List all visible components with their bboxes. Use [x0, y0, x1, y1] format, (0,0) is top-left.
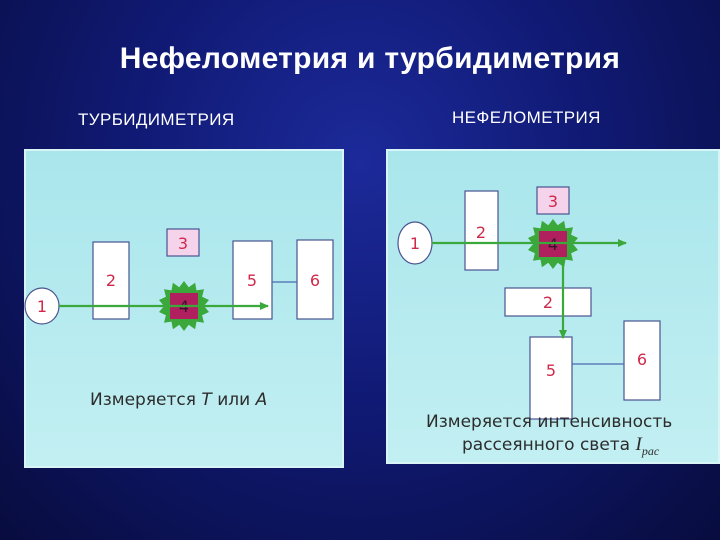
- meter-6: [296, 239, 334, 320]
- label-filter: 2: [106, 271, 116, 290]
- caption-var-i: I: [635, 434, 644, 455]
- label-detector: 3: [178, 234, 188, 253]
- nephelometry-scheme: 1 2 3 4 2 5 6 Измеряется интенсивность р…: [397, 186, 672, 458]
- caption-line2-prefix: рассеянного света: [462, 435, 636, 455]
- label-photocell: 5: [546, 361, 556, 380]
- nephelometry-caption-line2: рассеянного света Iрас: [462, 434, 660, 458]
- turbidimetry-heading: ТУРБИДИМЕТРИЯ: [78, 110, 235, 129]
- filter-2-top: [464, 190, 499, 271]
- label-photocell: 5: [247, 271, 257, 290]
- caption-middle: или: [212, 390, 256, 410]
- photocell-5: [529, 336, 573, 420]
- label-filter-bottom: 2: [543, 293, 553, 312]
- label-meter: 6: [310, 271, 320, 290]
- label-filter-top: 2: [476, 223, 486, 242]
- label-source: 1: [410, 234, 420, 253]
- nephelometry-caption-line1: Измеряется интенсивность: [426, 412, 672, 432]
- label-meter: 6: [637, 350, 647, 369]
- label-source: 1: [37, 297, 47, 316]
- filter-2-bottom: [504, 287, 592, 317]
- caption-prefix: Измеряется: [90, 390, 201, 410]
- turbidimetry-scheme: 1 2 3 4 5 6 Измеряется T или A: [24, 228, 334, 410]
- turbidimetry-caption: Измеряется T или A: [90, 390, 267, 410]
- meter-6: [623, 320, 661, 401]
- label-detector: 3: [548, 192, 558, 211]
- label-cuvette: 4: [548, 235, 558, 254]
- caption-subscript: рас: [641, 444, 660, 458]
- slide-title: Нефелометрия и турбидиметрия: [119, 42, 621, 75]
- caption-var-t: T: [201, 390, 213, 410]
- detector-3: [536, 186, 570, 215]
- detector-3: [166, 228, 200, 257]
- caption-var-a: A: [255, 390, 268, 410]
- nephelometry-heading: НЕФЕЛОМЕТРИЯ: [452, 108, 601, 127]
